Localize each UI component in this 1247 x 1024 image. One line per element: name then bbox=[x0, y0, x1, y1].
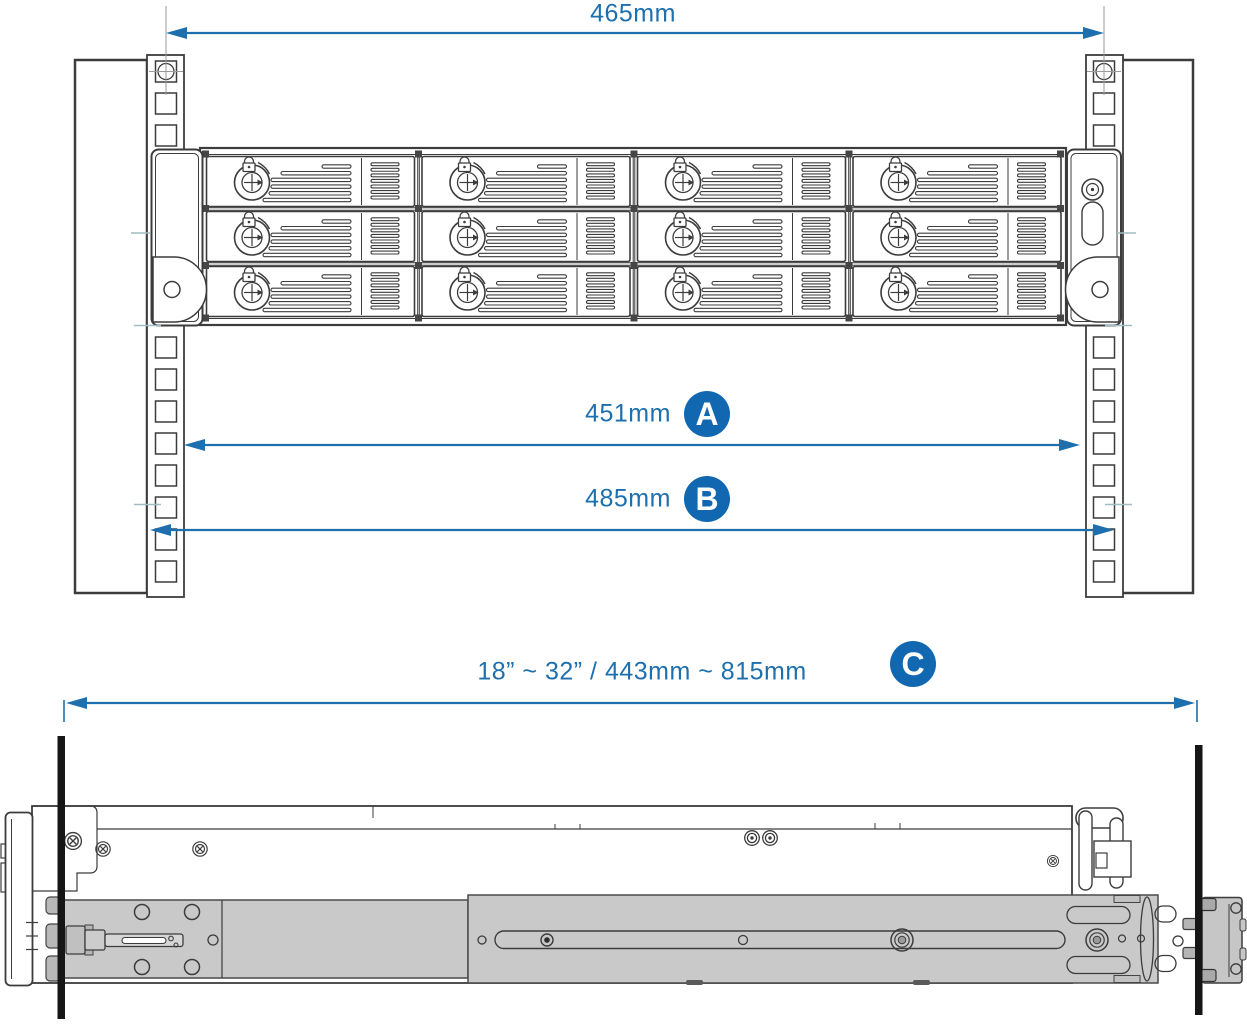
front-rack-post bbox=[57, 736, 65, 1019]
dimension-label-465: 465mm bbox=[590, 0, 676, 28]
dimension-465mm bbox=[166, 27, 1104, 39]
dimension-a-451mm bbox=[184, 439, 1080, 451]
outer-rail bbox=[467, 894, 1159, 984]
dimension-label-b: 485mm bbox=[585, 484, 671, 513]
screw-icon bbox=[762, 830, 778, 846]
front-bezel bbox=[0, 811, 38, 987]
rack-post-left bbox=[73, 54, 185, 598]
mounting-ear-right bbox=[1064, 148, 1122, 327]
ear-screw-hole bbox=[163, 280, 181, 299]
screw-icon bbox=[744, 830, 760, 846]
rail-screw bbox=[1085, 928, 1109, 952]
led-indicator-slot bbox=[1081, 201, 1104, 246]
rail-screw bbox=[890, 928, 914, 952]
dimension-c-depth bbox=[63, 697, 1198, 722]
screw-icon bbox=[63, 831, 83, 851]
rear-handle bbox=[1075, 807, 1132, 891]
screw-icon bbox=[95, 841, 111, 857]
rear-rack-post bbox=[1195, 745, 1203, 1015]
side-view bbox=[0, 697, 1247, 1019]
dimension-label-a: 451mm bbox=[585, 399, 671, 428]
power-icon bbox=[1081, 178, 1104, 201]
rail-kit bbox=[45, 894, 1247, 985]
nas-front-panel bbox=[150, 146, 1122, 327]
rail-slot bbox=[494, 930, 1066, 950]
dimension-label-c: 18” ~ 32” / 443mm ~ 815mm bbox=[477, 657, 807, 686]
rail-rear-bracket bbox=[1139, 896, 1247, 984]
dimension-b-485mm bbox=[150, 524, 1114, 536]
screw-icon bbox=[192, 841, 208, 857]
mounting-ear-left bbox=[150, 148, 208, 327]
front-view bbox=[73, 6, 1195, 598]
rail-front-latch bbox=[65, 924, 184, 956]
rack-post-right bbox=[1085, 54, 1195, 598]
ear-screw-hole bbox=[1091, 280, 1109, 299]
badge-b: B bbox=[684, 476, 730, 522]
badge-a: A bbox=[684, 391, 730, 437]
reference-marks bbox=[131, 232, 1136, 506]
screw-icon bbox=[1046, 854, 1060, 868]
badge-c: C bbox=[890, 641, 936, 687]
